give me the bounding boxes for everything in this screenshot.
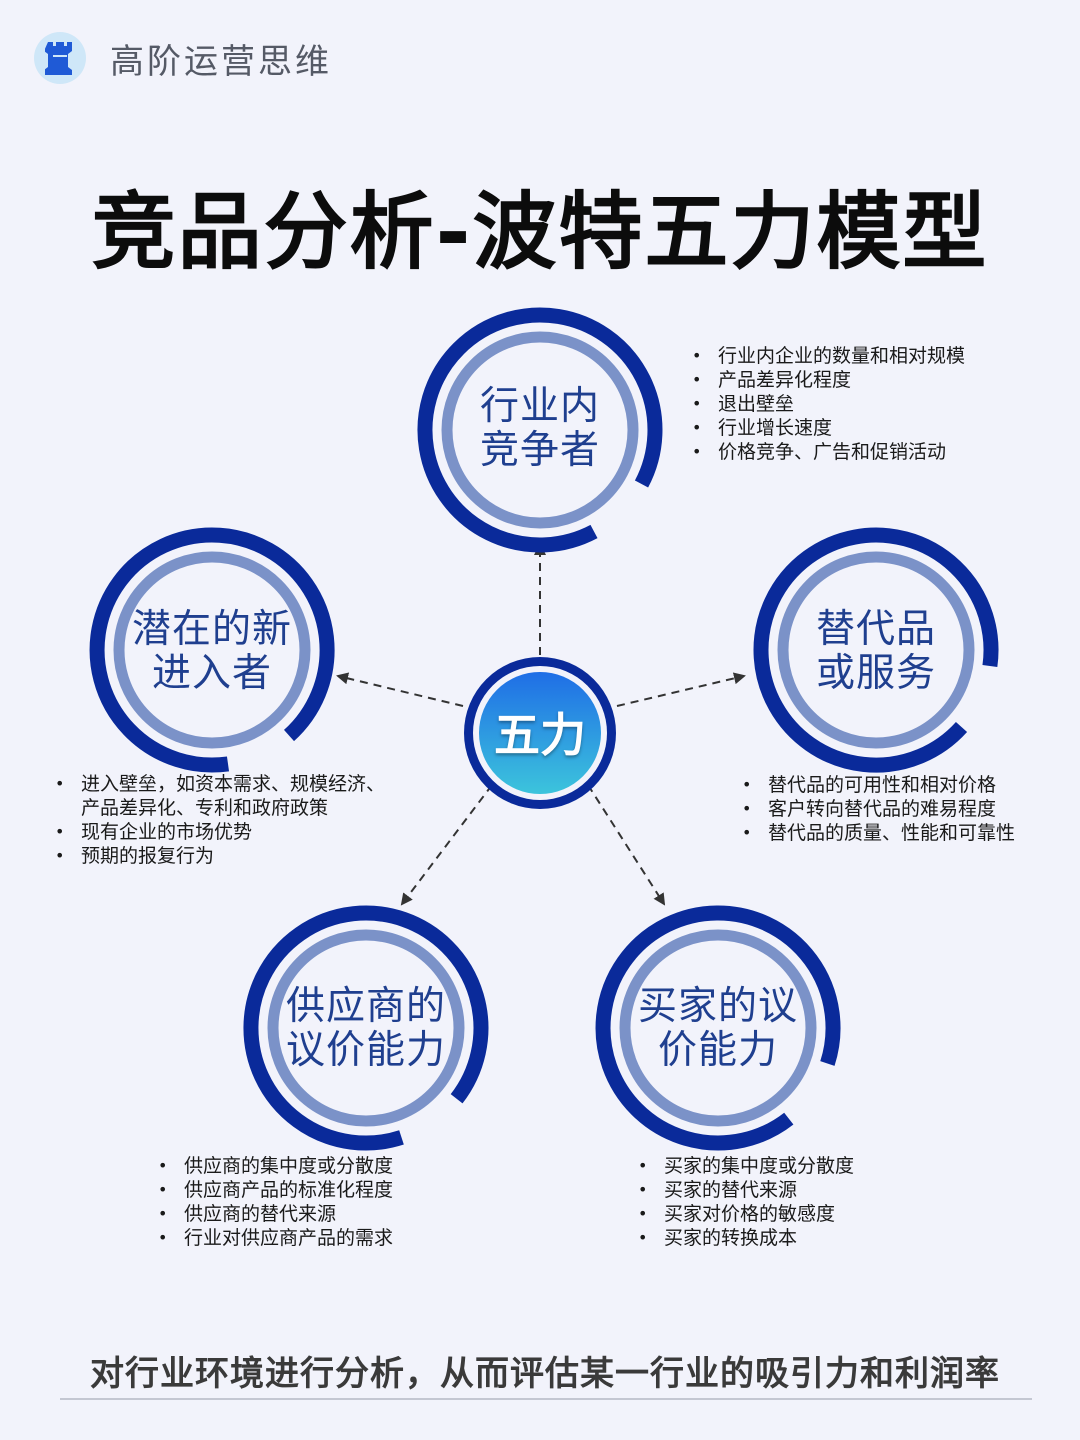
arrow-to-suppliers <box>400 784 493 906</box>
force-label-line: 供应商的 <box>285 984 446 1029</box>
chess-rook-icon <box>34 32 86 84</box>
bullet-list-rivals: 行业内企业的数量和相对规模产品差异化程度退出壁垒行业增长速度价格竞争、广告和促销… <box>692 344 965 464</box>
inner-ring <box>113 551 311 749</box>
force-label-line: 行业内 <box>479 384 600 429</box>
inner-ring <box>619 929 817 1127</box>
force-node-rivals <box>417 307 663 553</box>
brand-name: 高阶运营思维 <box>110 41 332 82</box>
inner-ring <box>441 331 639 529</box>
bullet-item: 价格竞争、广告和促销活动 <box>692 440 965 464</box>
outer-ring-arc <box>89 527 335 773</box>
bullet-item: 买家对价格的敏感度 <box>638 1202 854 1226</box>
arrow-to-substitutes <box>616 672 746 707</box>
force-label-line: 议价能力 <box>285 1028 446 1073</box>
center-label: 五力 <box>494 708 586 762</box>
arrow-to-new-entrants <box>336 672 464 707</box>
footer-divider <box>60 1398 1032 1400</box>
bullet-item: 替代品的质量、性能和可靠性 <box>742 821 1015 845</box>
force-label-new-entrants: 潜在的新进入者 <box>102 608 322 696</box>
outer-ring-arc <box>753 527 999 773</box>
page-title: 竞品分析-波特五力模型 <box>91 183 989 281</box>
bullet-item: 客户转向替代品的难易程度 <box>742 797 1015 821</box>
force-label-line: 买家的议 <box>637 984 798 1029</box>
bullet-item: 产品差异化程度 <box>692 368 965 392</box>
bullet-item: 进入壁垒，如资本需求、规模经济、产品差异化、专利和政府政策 <box>55 772 385 820</box>
bullet-item: 买家的替代来源 <box>638 1178 854 1202</box>
bullet-item: 供应商的集中度或分散度 <box>158 1154 393 1178</box>
force-label-rivals: 行业内竞争者 <box>430 385 650 473</box>
bullet-item: 买家的集中度或分散度 <box>638 1154 854 1178</box>
bullet-item: 供应商产品的标准化程度 <box>158 1178 393 1202</box>
bullet-item: 行业内企业的数量和相对规模 <box>692 344 965 368</box>
outer-ring-arc <box>417 307 663 553</box>
footer-summary: 对行业环境进行分析，从而评估某一行业的吸引力和利润率 <box>90 1354 1000 1394</box>
bullet-list-substitutes: 替代品的可用性和相对价格客户转向替代品的难易程度替代品的质量、性能和可靠性 <box>742 773 1015 845</box>
bullet-item: 行业对供应商产品的需求 <box>158 1226 393 1250</box>
bullet-item: 现有企业的市场优势 <box>55 820 385 844</box>
outer-ring-arc <box>595 905 841 1151</box>
bullet-item: 预期的报复行为 <box>55 844 385 868</box>
force-node-new-entrants <box>89 527 335 773</box>
bullet-item: 退出壁垒 <box>692 392 965 416</box>
outer-ring-arc <box>243 905 489 1151</box>
force-node-buyers <box>595 905 841 1151</box>
force-label-line: 潜在的新 <box>131 607 292 652</box>
bullet-list-suppliers: 供应商的集中度或分散度供应商产品的标准化程度供应商的替代来源行业对供应商产品的需… <box>158 1154 393 1250</box>
bullet-item: 替代品的可用性和相对价格 <box>742 773 1015 797</box>
inner-ring <box>267 929 465 1127</box>
force-label-line: 价能力 <box>657 1028 778 1073</box>
inner-ring <box>777 551 975 749</box>
force-label-line: 或服务 <box>815 651 936 696</box>
force-node-substitutes <box>753 527 999 773</box>
force-label-line: 进入者 <box>151 651 272 696</box>
nodes-group <box>89 307 999 1151</box>
center-node <box>464 657 616 809</box>
bullet-item: 供应商的替代来源 <box>158 1202 393 1226</box>
force-label-line: 替代品 <box>815 607 936 652</box>
bullet-item: 买家的转换成本 <box>638 1226 854 1250</box>
brand: 高阶运营思维 <box>34 32 332 84</box>
force-label-line: 竞争者 <box>479 428 600 473</box>
bullet-list-buyers: 买家的集中度或分散度买家的替代来源买家对价格的敏感度买家的转换成本 <box>638 1154 854 1250</box>
force-node-suppliers <box>243 905 489 1151</box>
bullet-item: 行业增长速度 <box>692 416 965 440</box>
force-label-buyers: 买家的议价能力 <box>608 985 828 1073</box>
bullet-list-new-entrants: 进入壁垒，如资本需求、规模经济、产品差异化、专利和政府政策现有企业的市场优势预期… <box>55 772 385 868</box>
arrow-to-buyers <box>587 784 666 906</box>
force-label-substitutes: 替代品或服务 <box>766 608 986 696</box>
arrows-group <box>336 543 746 906</box>
force-label-suppliers: 供应商的议价能力 <box>256 985 476 1073</box>
